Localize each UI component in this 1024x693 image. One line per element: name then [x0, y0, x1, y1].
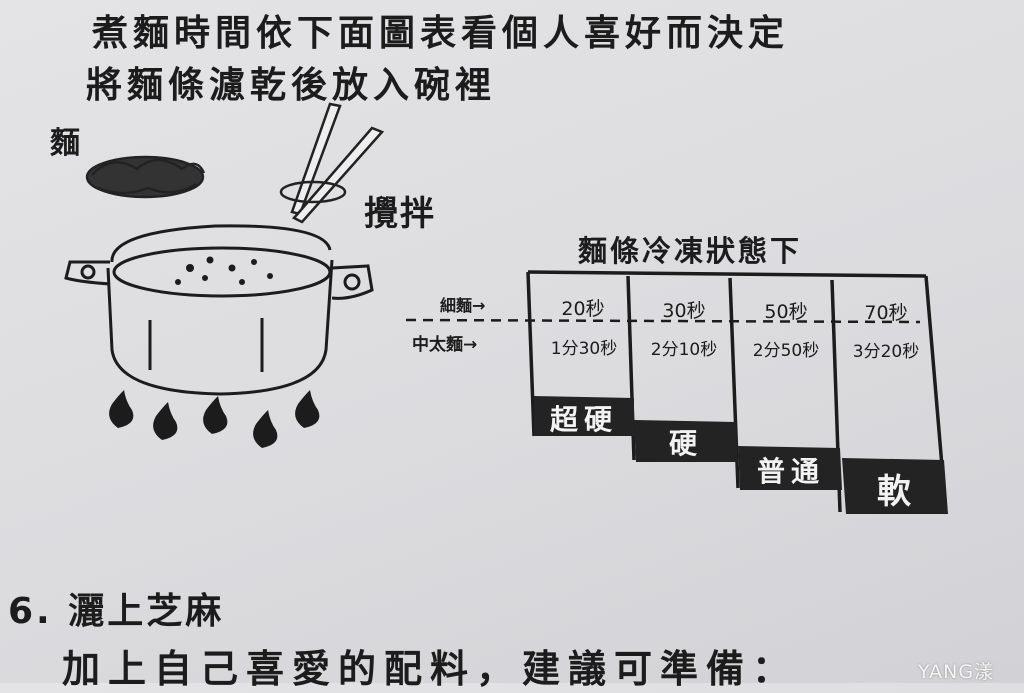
thick-time-cell: 3分20秒 [852, 342, 920, 362]
thick-noodle-row-label: 中太麵→ [412, 335, 478, 355]
cooking-pot [64, 224, 374, 396]
thin-time-cell: 50秒 [764, 301, 808, 323]
texture-badge: 硬 [668, 427, 703, 460]
texture-badge: 超硬 [549, 403, 618, 436]
table-title: 麵條冷凍狀態下 [578, 234, 803, 268]
texture-badge: 軟 [877, 472, 917, 512]
thick-time-cell: 1分30秒 [550, 339, 618, 359]
watermark: YANG漾 [918, 661, 995, 683]
thick-time-cell: 2分50秒 [752, 341, 820, 361]
instruction-line-2: 將麵條濾乾後放入碗裡 [86, 65, 497, 106]
step-6-line: 加上自己喜愛的配料，建議可準備： [62, 647, 799, 691]
noodle-label: 麵 [50, 126, 80, 161]
thick-time-cell: 2分10秒 [650, 340, 718, 360]
chopsticks [279, 102, 385, 224]
thin-time-cell: 30秒 [662, 300, 706, 322]
thin-time-cell: 20秒 [561, 298, 605, 320]
instruction-line-1: 煮麵時間依下面圖表看個人喜好而決定 [92, 13, 790, 54]
thin-noodle-row-label: 細麵→ [440, 296, 486, 315]
texture-bars [534, 396, 948, 514]
step-6-heading: 6. 灑上芝麻 [8, 591, 225, 632]
texture-badge: 普通 [756, 455, 825, 488]
flames [109, 390, 320, 448]
noodle-heap [85, 155, 206, 199]
stir-label: 攪拌 [364, 194, 436, 234]
thin-time-cell: 70秒 [864, 302, 908, 324]
